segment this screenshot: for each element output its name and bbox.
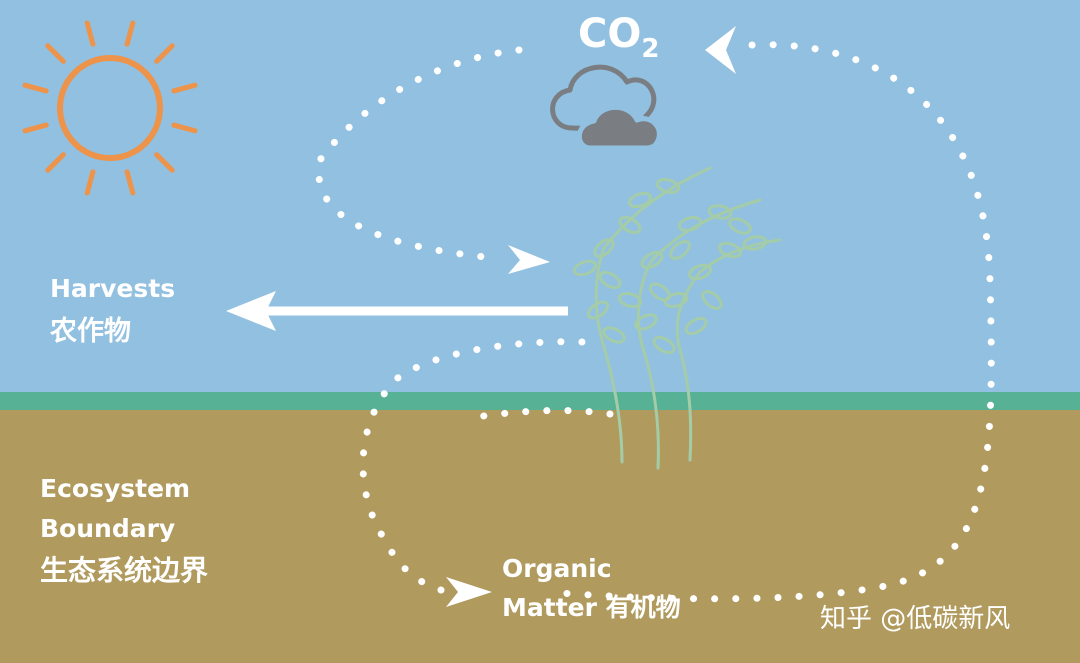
plant-icon (572, 166, 782, 470)
leaf (598, 270, 622, 290)
leaf (640, 250, 664, 270)
sun-ray (154, 152, 175, 173)
sun-ray (124, 20, 136, 47)
sun-ray (154, 43, 175, 64)
leaf (717, 241, 743, 259)
sky (0, 0, 1080, 392)
leaf (707, 204, 733, 220)
sun-ray (171, 82, 198, 94)
sun-ray (45, 152, 66, 173)
sun-ray (22, 122, 49, 134)
leaf (586, 300, 610, 320)
leaf (684, 316, 708, 336)
leaf (687, 263, 713, 281)
soil (0, 410, 1080, 663)
leaf (617, 292, 643, 308)
leaf (593, 238, 615, 258)
leaf (742, 235, 768, 251)
sun-icon (22, 20, 198, 196)
leaf (627, 191, 653, 209)
leaf (677, 216, 703, 232)
arrow-icon (705, 26, 736, 74)
sun-ray (84, 20, 96, 47)
harvests-label-zh: 农作物 (50, 316, 131, 347)
arrow-icon (446, 577, 492, 607)
arrow-icon (508, 245, 550, 274)
sun-ray (84, 169, 96, 196)
leaf (618, 215, 642, 235)
sun-ray (124, 169, 136, 196)
ground-surface (0, 392, 1080, 410)
ecosystem-label: Ecosystem (40, 474, 191, 503)
sun-ray (45, 43, 66, 64)
leaf (669, 240, 691, 260)
harvest-arrow (226, 291, 568, 331)
cloud-icon (550, 64, 662, 151)
ecosystem-label-zh: 生态系统边界 (40, 554, 209, 587)
leaf (652, 335, 676, 355)
organic-matter-label: Matter 有机物 (502, 593, 681, 622)
sun-ray (171, 122, 198, 134)
watermark: 知乎 @低碳新风 (820, 604, 1011, 634)
leaf (602, 326, 626, 344)
co2-label: CO2 (578, 11, 660, 64)
leaf (701, 290, 723, 310)
leaf (655, 178, 681, 194)
harvests-label: Harvests (50, 274, 176, 303)
sun-ray (22, 82, 49, 94)
leaf (572, 259, 598, 277)
carbon-cycle-path (315, 41, 995, 603)
leaf (634, 313, 658, 331)
organic-label: Organic (502, 554, 612, 583)
boundary-label: Boundary (40, 514, 176, 543)
leaf (663, 292, 689, 308)
leaf (728, 217, 752, 235)
